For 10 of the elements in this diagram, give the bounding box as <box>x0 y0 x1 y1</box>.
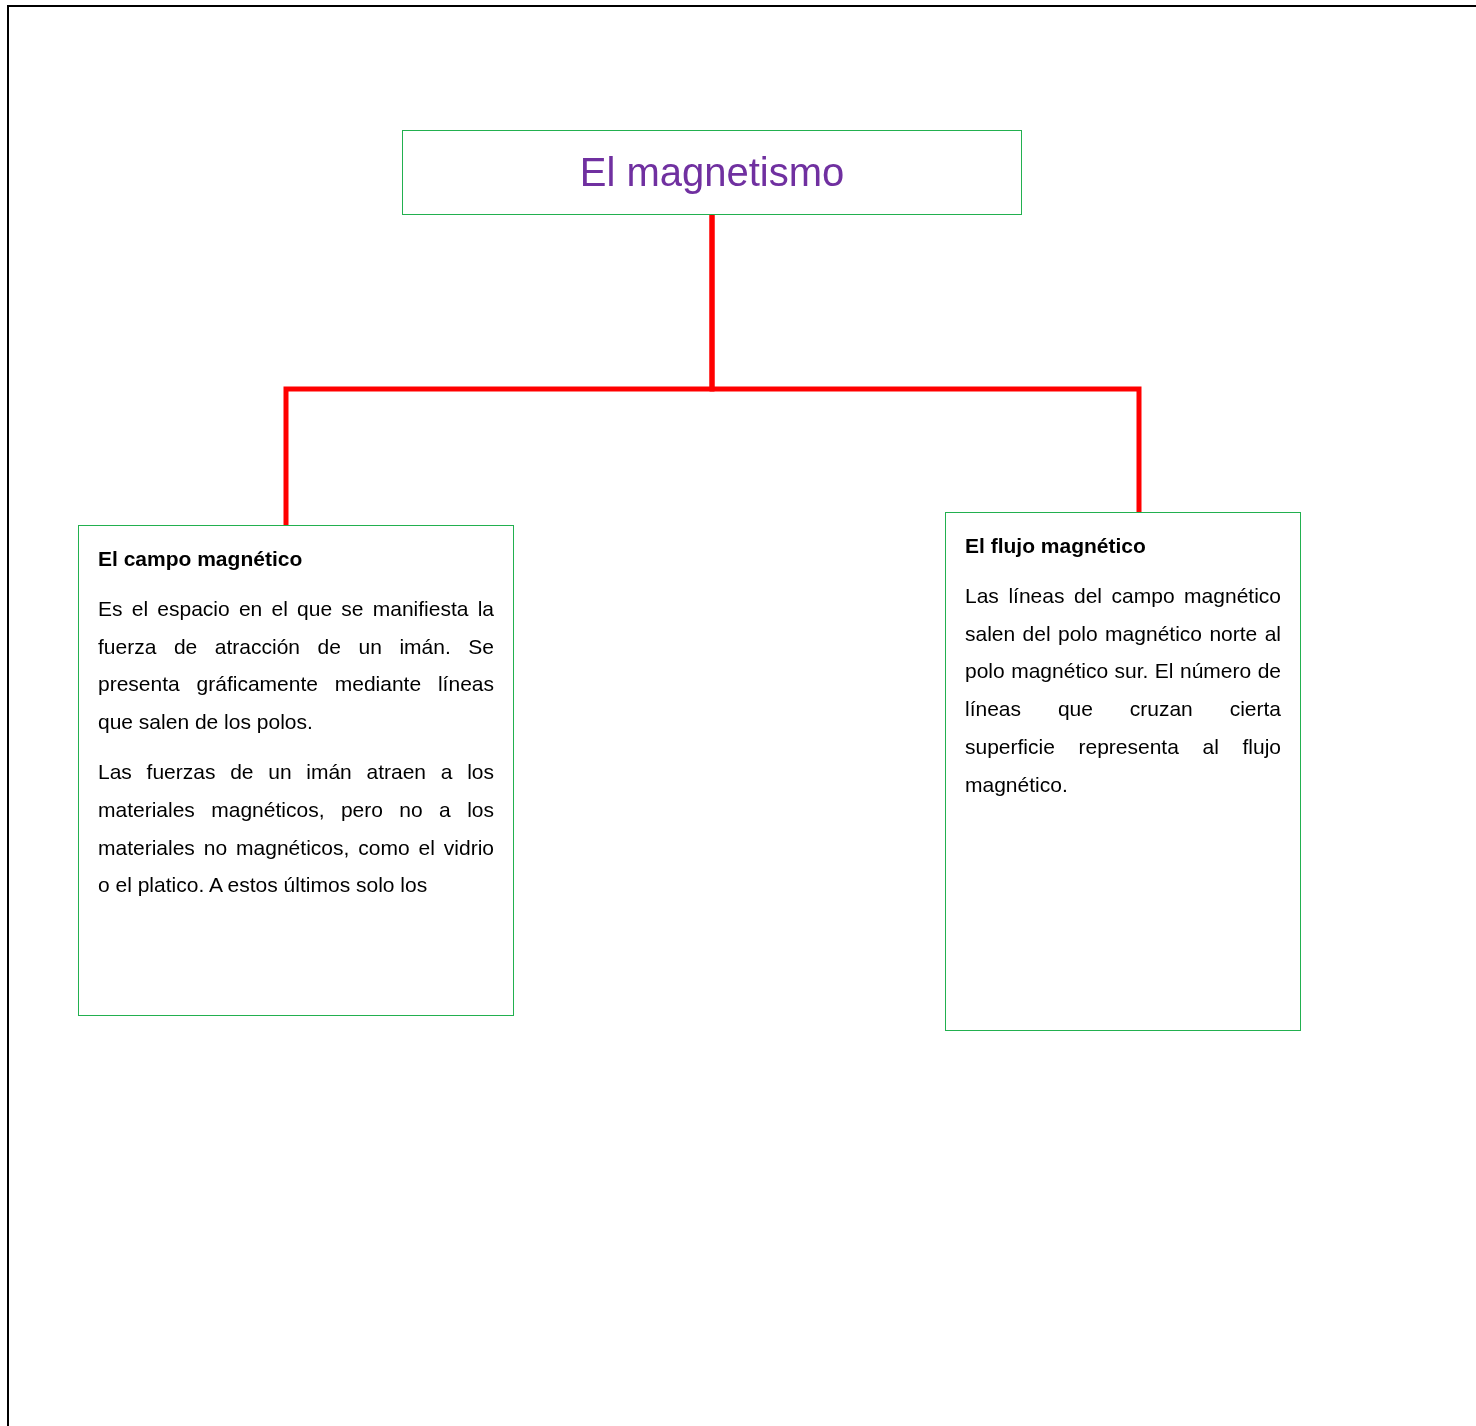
topic-box <box>78 525 514 1016</box>
paragraph: Las fuerzas de un imán atraen a los materiales magnéticos, pero no a los materiales no magnéticos, como el vidrio o el platico. A estos últimos solo los <box>98 759 494 899</box>
paragraph: Las líneas del campo magnético salen del polo magnético norte al polo magnético sur. El número de líneas que cruzan cierta superficie representa al flujo magnético. <box>965 582 1281 798</box>
topic-heading: El campo magnético <box>98 546 304 572</box>
topic-box <box>945 512 1301 1031</box>
topic-heading: El flujo magnético <box>965 533 1147 559</box>
paragraph: Es el espacio en el que se manifiesta la fuerza de atracción de un imán. Se presenta gráficamente mediante líneas que salen de los polos. <box>98 595 494 736</box>
connector-line <box>709 215 1142 512</box>
title-text: El magnetismo <box>579 150 845 195</box>
title-box <box>402 130 1022 215</box>
